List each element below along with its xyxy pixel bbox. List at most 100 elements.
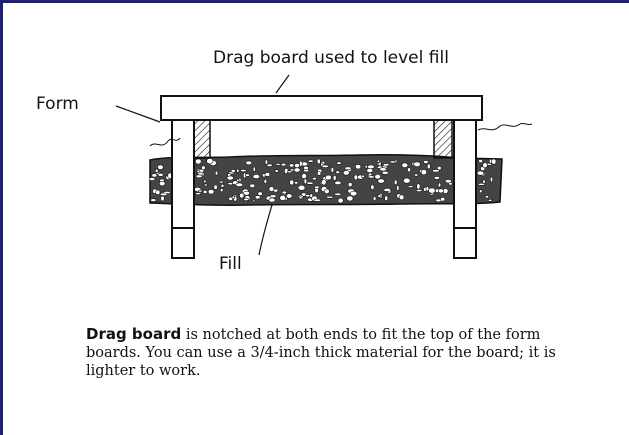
gravel-stone	[294, 163, 300, 169]
gravel-stone	[325, 195, 334, 199]
gravel-stone	[320, 179, 327, 186]
gravel-stone	[344, 166, 352, 171]
gravel-stone	[263, 178, 268, 184]
gravel-stone	[317, 171, 322, 176]
gravel-stone	[334, 192, 342, 196]
gravel-stone	[245, 160, 253, 166]
gravel-stone	[491, 158, 497, 165]
gravel-stone	[305, 194, 311, 198]
gravel-stone	[264, 159, 269, 165]
gravel-stone	[298, 196, 303, 200]
gravel-stone	[431, 169, 440, 173]
gravel-stone	[297, 184, 306, 191]
gravel-stone	[437, 188, 445, 194]
fill-leader	[258, 204, 273, 256]
gravel-stone	[252, 199, 256, 203]
ground-line-right	[477, 122, 533, 131]
gravel-stone	[379, 167, 387, 172]
drag-board-diagram	[115, 74, 533, 259]
gravel-stone	[301, 173, 307, 179]
gravel-stone	[220, 188, 224, 193]
gravel-stone	[198, 168, 205, 173]
gravel-stone	[346, 195, 354, 202]
gravel-stone	[243, 190, 250, 196]
gravel-stone	[231, 195, 236, 200]
gravel-stone	[207, 189, 215, 195]
gravel-stone	[155, 189, 161, 195]
gravel-stone	[289, 179, 295, 186]
gravel-stone	[374, 174, 382, 180]
gravel-stone	[334, 180, 342, 185]
gravel-stone	[157, 172, 164, 177]
drag-board-leader	[275, 74, 290, 94]
gravel-stone	[252, 174, 260, 180]
gravel-stone	[151, 173, 158, 178]
gravel-stone	[433, 176, 440, 180]
gravel-stone	[264, 172, 271, 177]
gravel-stone	[414, 173, 419, 177]
gravel-stone	[384, 195, 389, 201]
gravel-stone	[428, 187, 436, 194]
gravel-stone	[198, 189, 203, 193]
gravel-stone	[337, 197, 344, 204]
gravel-stone	[213, 184, 218, 190]
gravel-stone	[268, 186, 275, 192]
gravel-stone	[150, 198, 157, 202]
gravel-stone	[383, 187, 391, 192]
gravel-stone	[377, 194, 382, 198]
gravel-stone	[382, 163, 390, 167]
gravel-stone	[372, 196, 377, 201]
gravel-stone	[252, 166, 256, 172]
gravel-stone	[436, 166, 442, 171]
gravel-stone	[482, 179, 486, 184]
gravel-stone	[335, 170, 341, 174]
gravel-stone	[206, 158, 214, 165]
gravel-stone	[323, 188, 330, 195]
drag-board-label: Drag board used to level fill	[213, 48, 449, 68]
gravel-stone	[367, 175, 375, 179]
gravel-stone	[274, 169, 279, 173]
gravel-stone	[314, 185, 320, 189]
gravel-stone	[203, 179, 207, 184]
gravel-stone	[489, 176, 493, 183]
gravel-stone	[268, 197, 276, 203]
gravel-stone	[394, 179, 398, 186]
gravel-stone	[381, 170, 389, 175]
gravel-stone	[275, 163, 281, 166]
drag-board	[160, 95, 483, 121]
gravel-stone	[306, 181, 314, 185]
gravel-stone	[311, 177, 317, 181]
gravel-stone	[361, 174, 365, 178]
gravel-stone	[401, 162, 409, 169]
gravel-stone	[148, 177, 156, 181]
gravel-stone	[299, 160, 303, 167]
gravel-stone	[479, 189, 483, 194]
gravel-stone	[159, 192, 168, 196]
gravel-stone	[160, 195, 165, 202]
gravel-stone	[202, 189, 208, 194]
gravel-stone	[426, 163, 431, 170]
gravel-stone	[416, 183, 421, 190]
gravel-stone	[154, 168, 159, 173]
gravel-stone	[366, 168, 374, 174]
gravel-stone	[279, 194, 287, 201]
drag-board-illustration: Drag board used to level fill Form Fill	[36, 48, 533, 273]
gravel-stone	[286, 193, 293, 199]
gravel-stone	[220, 183, 225, 188]
gravel-stone	[478, 159, 484, 164]
gravel-stone	[330, 166, 335, 173]
gravel-stone	[349, 190, 358, 197]
gravel-stone	[303, 165, 309, 170]
caption-text: is notched at both ends to fit the top o…	[86, 327, 556, 379]
gravel-stone	[444, 179, 452, 184]
gravel-stone	[218, 180, 224, 184]
gravel-stone	[269, 194, 277, 198]
gravel-stone	[281, 190, 287, 195]
gravel-stone	[332, 174, 337, 181]
gravel-stone	[377, 178, 385, 184]
gravel-stone	[249, 183, 256, 189]
gravel-stone	[239, 192, 245, 199]
gravel-stone	[389, 160, 397, 164]
gravel-stone	[230, 169, 236, 173]
